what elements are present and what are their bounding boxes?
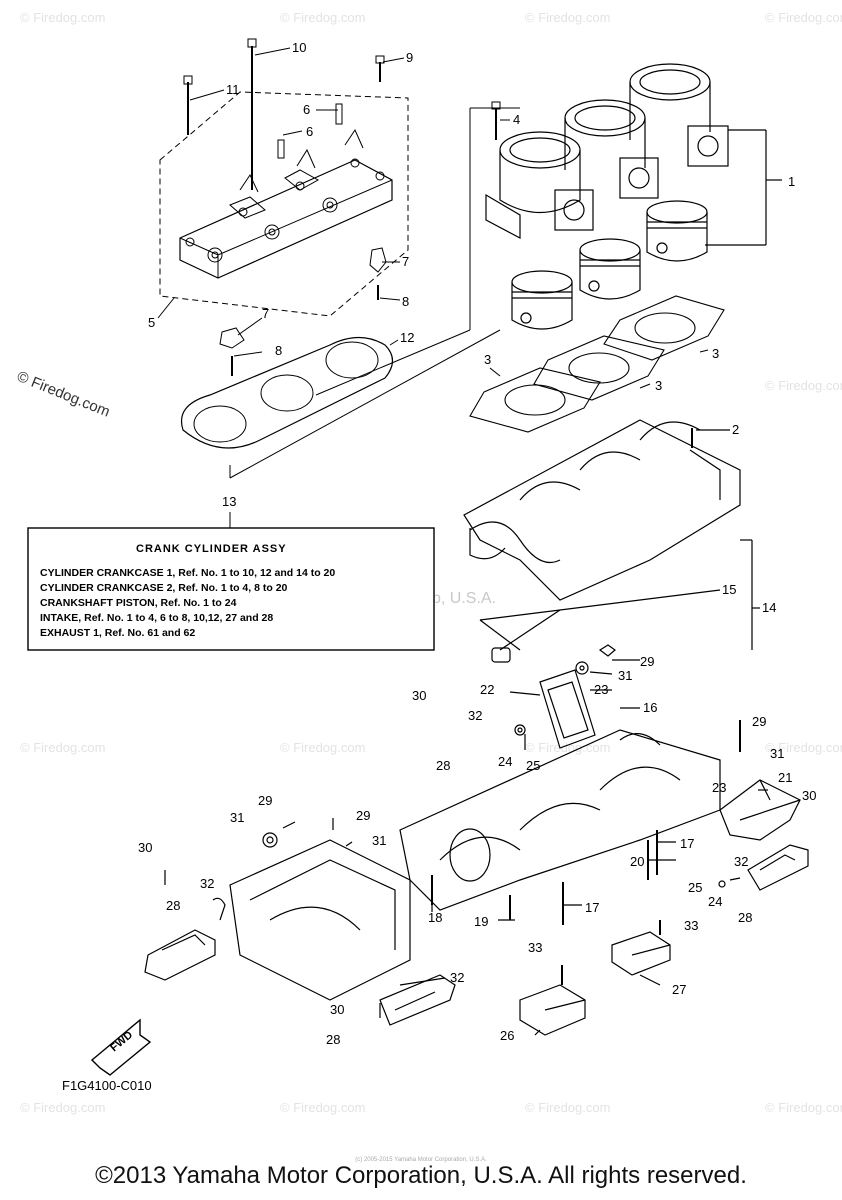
callout-30: 30 [412,688,426,703]
callout-6: 6 [306,124,313,139]
callout-21: 21 [778,770,792,785]
copyright-small-text: (c) 2005-2015 Yamaha Motor Corporation, … [355,1157,487,1163]
callout-3: 3 [484,352,491,367]
fwd-arrow: FWD [90,1018,152,1076]
watermark: © Firedog.com [525,1100,610,1115]
callout-3: 3 [655,378,662,393]
callout-17: 17 [680,836,694,851]
callout-16: 16 [643,700,657,715]
callout-32: 32 [734,854,748,869]
callout-25: 25 [688,880,702,895]
callout-2: 2 [732,422,739,437]
callout-14: 14 [762,600,776,615]
right-mount [718,720,809,891]
callout-29: 29 [752,714,766,729]
assembly-info-box: CRANK CYLINDER ASSY CYLINDER CRANKCASE 1… [27,527,435,651]
callout-30: 30 [138,840,152,855]
callout-29: 29 [258,793,272,808]
callout-31: 31 [230,810,244,825]
callout-7: 7 [262,306,269,321]
callout-24: 24 [708,894,722,909]
lower-crankcase [399,707,721,925]
callout-5: 5 [148,315,155,330]
fwd-label: FWD [108,1029,135,1054]
callout-23: 23 [712,780,726,795]
callout-31: 31 [372,833,386,848]
callout-30: 30 [330,1002,344,1017]
callout-13: 13 [222,494,236,509]
callout-32: 32 [450,970,464,985]
callout-28: 28 [166,898,180,913]
watermark: © Firedog.com [280,740,365,755]
callout-28: 28 [738,910,752,925]
callout-33: 33 [528,940,542,955]
callout-8: 8 [275,343,282,358]
side-watermark: © Firedog.com [15,368,113,421]
callout-4: 4 [513,112,520,127]
pistons [511,200,708,330]
watermark: © Firedog.com [525,740,610,755]
callout-27: 27 [672,982,686,997]
callout-22: 22 [480,682,494,697]
watermark: © Firedog.com [280,1100,365,1115]
callout-25: 25 [526,758,540,773]
assembly-box-line: INTAKE, Ref. No. 1 to 4, 6 to 8, 10,12, … [40,612,273,624]
callout-31: 31 [770,746,784,761]
assembly-box-line: EXHAUST 1, Ref. No. 61 and 62 [40,627,195,639]
watermark: © Firedog.com [20,1100,105,1115]
left-mount [144,818,456,1026]
assembly-box-line: CRANKSHAFT PISTON, Ref. No. 1 to 24 [40,597,237,609]
watermark: © Firedog.com [20,10,105,25]
callout-1: 1 [788,174,795,189]
cylinder-head-group [157,38,510,376]
watermark: © Firedog.com [765,1100,842,1115]
callout-15: 15 [722,582,736,597]
watermark: © Firedog.com [765,378,842,393]
watermark: © Firedog.com [765,740,842,755]
callout-29: 29 [356,808,370,823]
callout-32: 32 [468,708,482,723]
copyright-notice: ©2013 Yamaha Motor Corporation, U.S.A. A… [95,1162,747,1189]
base-gaskets [469,295,725,433]
watermark: © Firedog.com [765,10,842,25]
callout-28: 28 [436,758,450,773]
head-gasket [181,107,520,479]
watermark: © Firedog.com [280,10,365,25]
assembly-box-title: CRANK CYLINDER ASSY [136,543,287,555]
callout-31: 31 [618,668,632,683]
callout-18: 18 [428,910,442,925]
callout-6: 6 [303,102,310,117]
upper-crankcase [463,419,760,663]
intake-block [509,644,640,750]
assembly-box-line: CYLINDER CRANKCASE 1, Ref. No. 1 to 10, … [40,567,335,579]
callout-23: 23 [594,682,608,697]
cylinder-block [485,63,782,246]
callout-8: 8 [402,294,409,309]
assembly-box-line: CYLINDER CRANKCASE 2, Ref. No. 1 to 4, 8… [40,582,288,594]
callout-28: 28 [326,1032,340,1047]
callout-12: 12 [400,330,414,345]
watermark: © Firedog.com [20,740,105,755]
callout-3: 3 [712,346,719,361]
diagram-code: F1G4100-C010 [62,1078,152,1093]
callout-10: 10 [292,40,306,55]
callout-26: 26 [500,1028,514,1043]
callout-29: 29 [640,654,654,669]
callout-19: 19 [474,914,488,929]
callout-24: 24 [498,754,512,769]
callout-17: 17 [585,900,599,915]
callout-30: 30 [802,788,816,803]
callout-32: 32 [200,876,214,891]
callout-11: 11 [226,82,240,97]
watermark: © Firedog.com [525,10,610,25]
callout-20: 20 [630,854,644,869]
callout-33: 33 [684,918,698,933]
mount-blocks [519,920,671,1036]
callout-9: 9 [406,50,413,65]
callout-labels: 1 2 3 3 3 4 5 6 6 7 7 8 8 9 10 11 12 13 … [138,40,816,1047]
callout-7: 7 [402,254,409,269]
